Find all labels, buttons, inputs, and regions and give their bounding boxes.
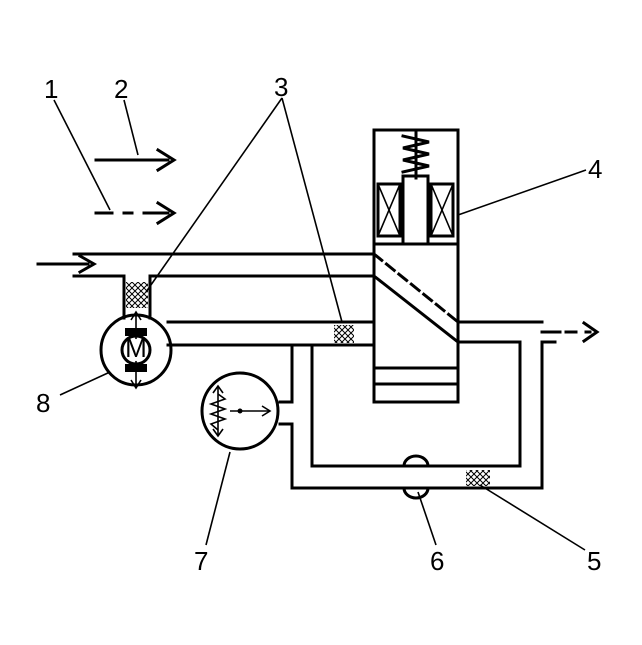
motor-label: M <box>125 333 147 363</box>
label-2: 2 <box>114 74 128 104</box>
leader-3a <box>145 97 283 293</box>
leader-5 <box>479 484 586 551</box>
leader-1 <box>53 99 111 211</box>
legend-solid-arrow <box>94 147 177 173</box>
leader-3b <box>281 97 343 323</box>
legend-dashed-arrow <box>94 200 177 226</box>
outlet-arrow <box>540 320 600 344</box>
line-filter <box>334 325 354 343</box>
pressure-sensor <box>200 371 280 451</box>
label-3: 3 <box>274 72 288 102</box>
leader-7 <box>205 451 231 546</box>
leader-8 <box>59 371 111 396</box>
leader-2 <box>123 99 139 156</box>
label-5: 5 <box>587 546 601 576</box>
pump-filter <box>126 282 148 308</box>
leader-4 <box>457 169 587 216</box>
label-6: 6 <box>430 546 444 576</box>
solenoid-valve <box>371 128 522 404</box>
label-1: 1 <box>44 74 58 104</box>
pump-motor: M <box>99 310 173 390</box>
label-8: 8 <box>36 388 50 418</box>
pump-outlet-lower <box>166 343 294 404</box>
supply-channel <box>72 252 376 320</box>
restrictor <box>402 454 430 500</box>
label-4: 4 <box>588 154 602 184</box>
return-filter <box>466 470 490 486</box>
label-7: 7 <box>194 546 208 576</box>
inlet-arrow <box>36 253 98 275</box>
leader-6 <box>417 491 437 546</box>
outlet-pipe <box>278 320 562 490</box>
